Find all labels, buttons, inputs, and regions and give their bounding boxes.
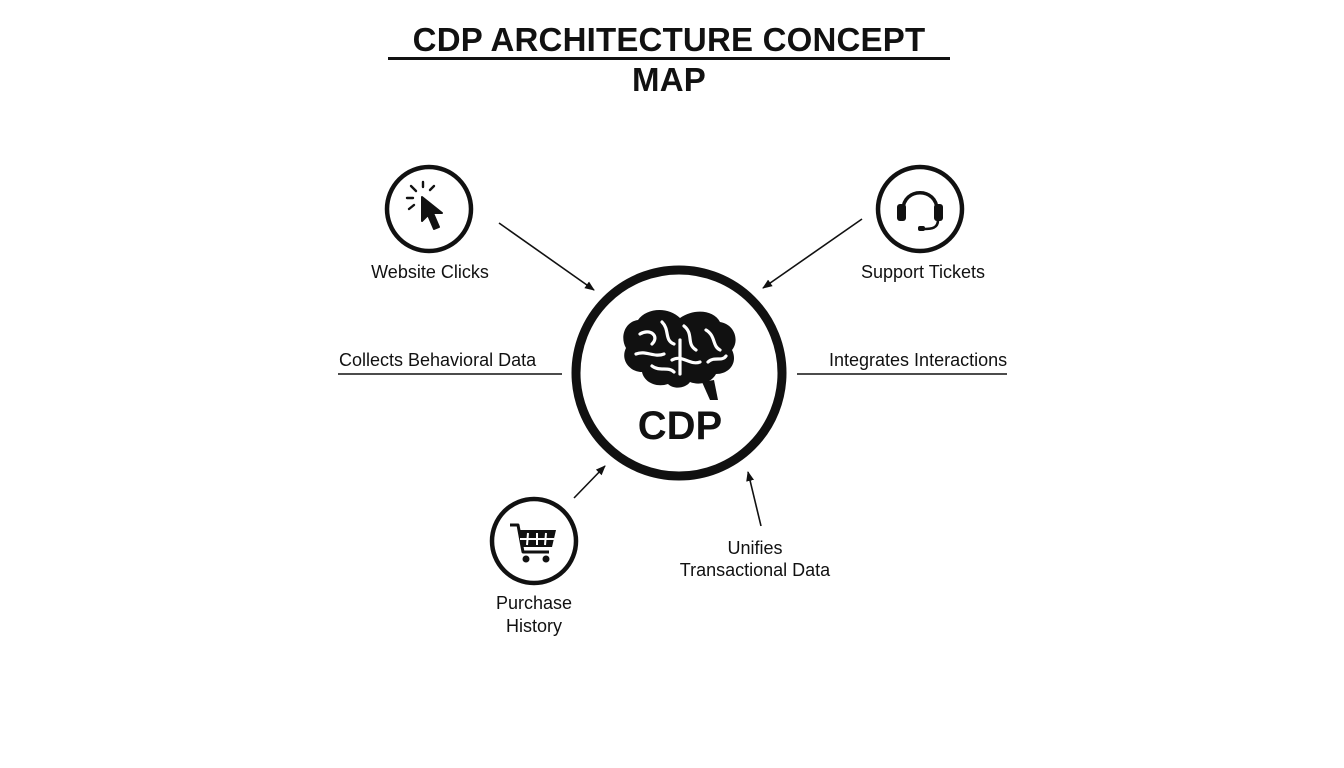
page-title: CDP ARCHITECTURE CONCEPT MAP (412, 21, 926, 98)
right-relation-label: Integrates Interactions (829, 350, 1008, 370)
title-underline (388, 57, 950, 60)
support-tickets-node-circle (875, 164, 965, 254)
bottom-relation-label-line1: Unifies (727, 538, 783, 558)
headset-icon (897, 191, 943, 231)
bottom-relation-label-line2: Transactional Data (679, 560, 831, 580)
cursor-click-icon (405, 180, 443, 230)
arrow-website-to-cdp (498, 222, 595, 291)
purchase-history-label-line2: History (505, 616, 562, 636)
purchase-history-label-line1: Purchase (495, 593, 573, 613)
website-clicks-label: Website Clicks (371, 262, 489, 282)
left-relation-label: Collects Behavioral Data (339, 350, 537, 370)
arrow-unifies-to-cdp (746, 471, 762, 527)
brain-icon (623, 309, 736, 400)
support-tickets-label: Support Tickets (860, 262, 986, 282)
shopping-cart-icon (510, 523, 556, 563)
cdp-hub-label: CDP (637, 404, 723, 448)
arrow-support-to-cdp (762, 218, 863, 289)
arrow-purchase-to-cdp (573, 465, 606, 499)
